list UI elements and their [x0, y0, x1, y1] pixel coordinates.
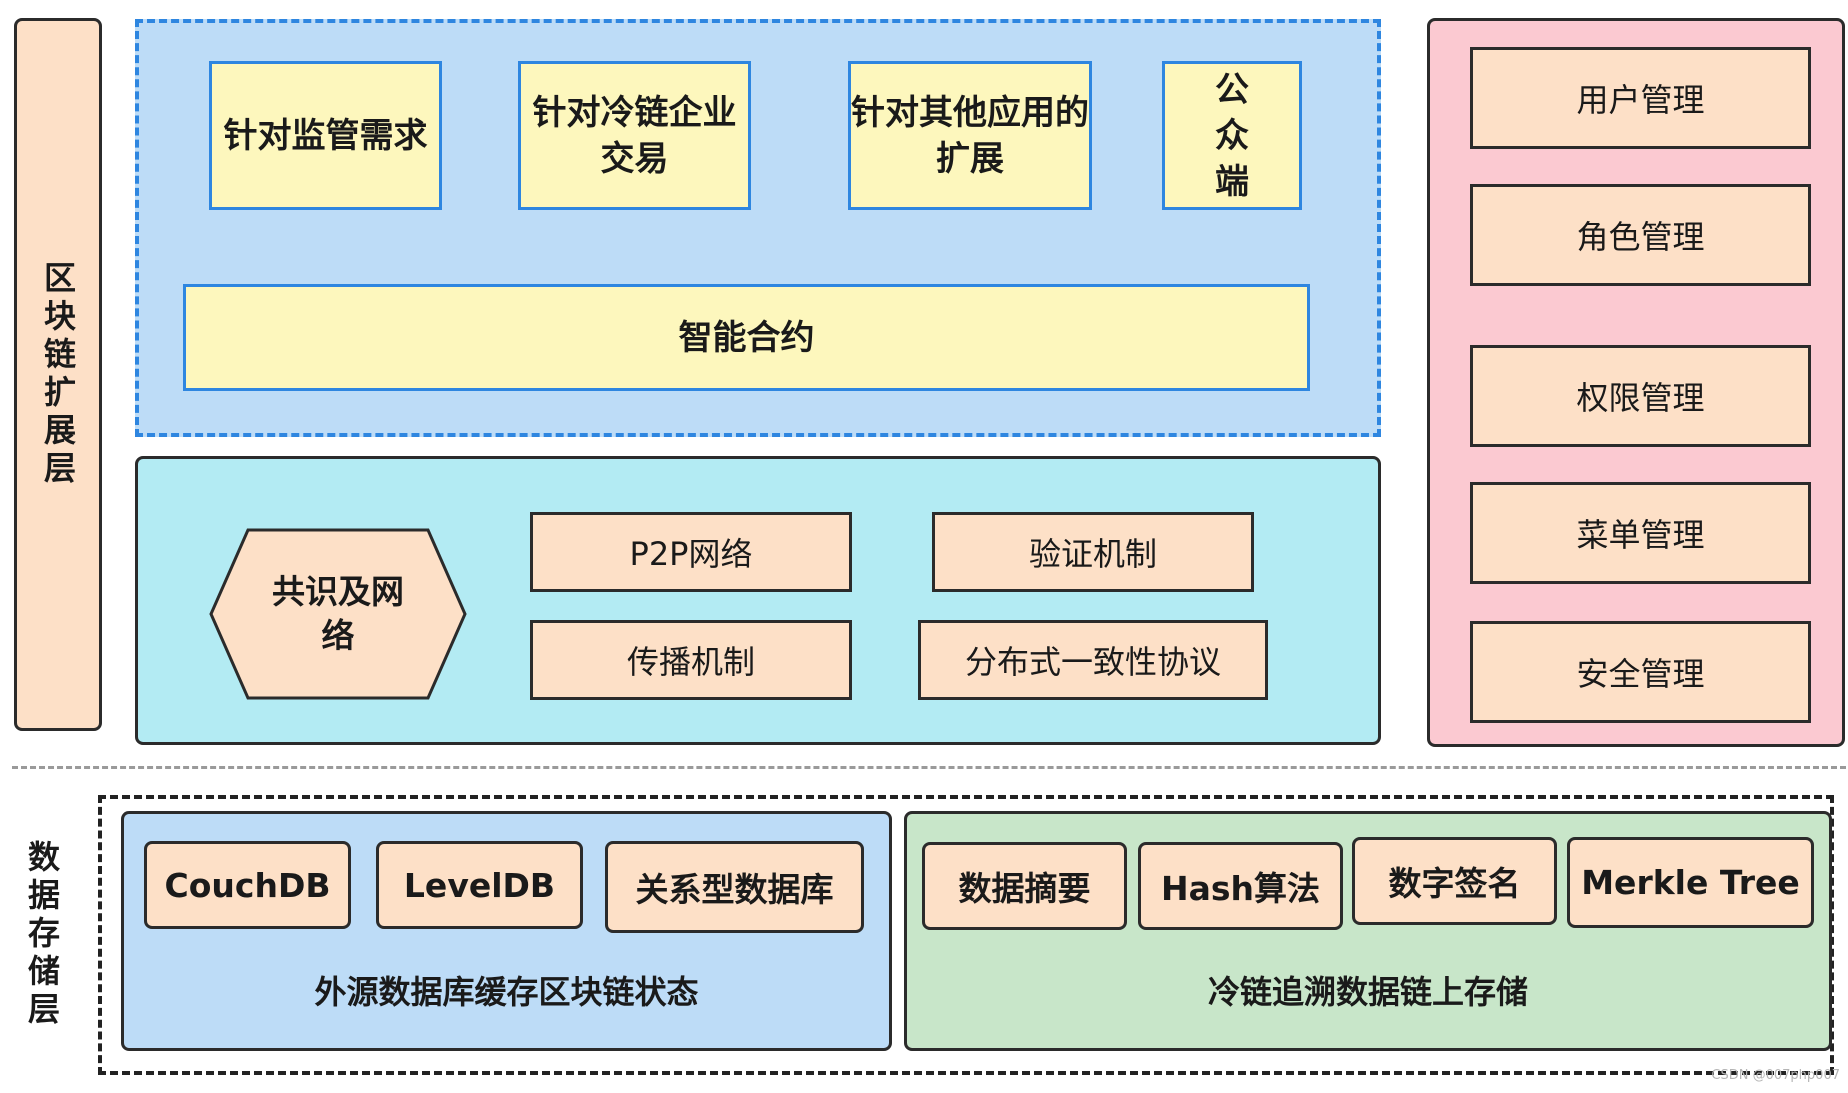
- hexagon-shape: [209, 528, 467, 700]
- role-management-label: 角色管理: [1576, 218, 1705, 256]
- couchdb-label: CouchDB: [164, 865, 331, 905]
- app-regulation-box[interactable]: 针对监管需求: [209, 61, 442, 210]
- leveldb-label: LevelDB: [403, 865, 556, 905]
- relational-db-box[interactable]: 关系型数据库: [605, 841, 864, 933]
- menu-management-box[interactable]: 菜单管理: [1470, 482, 1811, 584]
- app-coldchain-enterprise-box[interactable]: 针对冷链企业交易: [518, 61, 751, 210]
- layer-divider: [12, 766, 1846, 769]
- storage-layer-title: 数据存储层: [23, 840, 61, 1030]
- hash-algorithm-label: Hash算法: [1160, 869, 1321, 908]
- watermark: CSDN @007php007: [1711, 1068, 1840, 1083]
- app-public-label: 公众端: [1215, 69, 1249, 202]
- menu-management-label: 菜单管理: [1576, 516, 1705, 554]
- role-management-box[interactable]: 角色管理: [1470, 184, 1811, 286]
- smart-contract-label: 智能合约: [678, 317, 815, 358]
- data-digest-label: 数据摘要: [958, 869, 1091, 908]
- permission-management-box[interactable]: 权限管理: [1470, 345, 1811, 447]
- smart-contract-box[interactable]: 智能合约: [183, 284, 1310, 391]
- verification-mechanism-label: 验证机制: [1028, 535, 1157, 573]
- merkle-tree-box[interactable]: Merkle Tree: [1567, 837, 1814, 928]
- user-management-box[interactable]: 用户管理: [1470, 47, 1811, 149]
- storage-layer-panel: [98, 795, 1834, 1075]
- user-management-label: 用户管理: [1576, 81, 1705, 119]
- merkle-tree-label: Merkle Tree: [1581, 863, 1800, 902]
- p2p-network-label: P2P网络: [629, 535, 753, 573]
- consensus-hexagon-label: 共识及网络: [258, 560, 418, 668]
- app-public-box[interactable]: 公众端: [1162, 61, 1302, 210]
- digital-signature-box[interactable]: 数字签名: [1352, 837, 1557, 925]
- propagation-mechanism-label: 传播机制: [626, 643, 755, 681]
- offchain-caption-text: 外源数据库缓存区块链状态: [314, 973, 699, 1011]
- app-regulation-label: 针对监管需求: [223, 115, 428, 156]
- security-management-label: 安全管理: [1576, 655, 1705, 693]
- onchain-caption: 冷链追溯数据链上存储: [904, 965, 1832, 1015]
- consensus-hexagon-text: 共识及网络: [272, 572, 404, 655]
- couchdb-box[interactable]: CouchDB: [144, 841, 351, 929]
- consensus-protocol-box[interactable]: 分布式一致性协议: [918, 620, 1268, 700]
- app-other-extension-box[interactable]: 针对其他应用的扩展: [848, 61, 1092, 210]
- app-coldchain-enterprise-label: 针对冷链企业交易: [532, 92, 737, 179]
- permission-management-label: 权限管理: [1576, 379, 1705, 417]
- verification-mechanism-box[interactable]: 验证机制: [932, 512, 1254, 592]
- consensus-hexagon: [209, 528, 467, 700]
- extension-layer-label: 区块链扩展层: [14, 18, 102, 731]
- p2p-network-box[interactable]: P2P网络: [530, 512, 852, 592]
- leveldb-box[interactable]: LevelDB: [376, 841, 583, 929]
- extension-layer-title: 区块链扩展层: [39, 260, 77, 489]
- propagation-mechanism-box[interactable]: 传播机制: [530, 620, 852, 700]
- app-other-extension-label: 针对其他应用的扩展: [851, 92, 1089, 179]
- consensus-protocol-label: 分布式一致性协议: [964, 643, 1221, 681]
- onchain-caption-text: 冷链追溯数据链上存储: [1207, 973, 1528, 1011]
- relational-db-label: 关系型数据库: [635, 870, 834, 909]
- offchain-caption: 外源数据库缓存区块链状态: [121, 965, 892, 1015]
- security-management-box[interactable]: 安全管理: [1470, 621, 1811, 723]
- digital-signature-label: 数字签名: [1388, 864, 1521, 903]
- data-digest-box[interactable]: 数据摘要: [922, 842, 1127, 930]
- storage-layer-label: 数据存储层: [14, 820, 70, 1050]
- hash-algorithm-box[interactable]: Hash算法: [1138, 842, 1343, 930]
